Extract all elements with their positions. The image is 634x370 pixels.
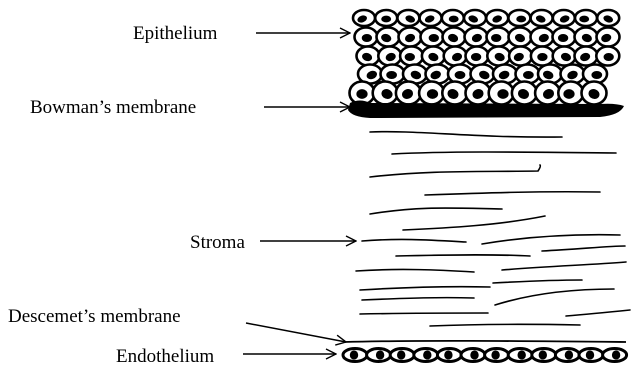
bowmans-membrane-label: Bowman’s membrane: [30, 98, 196, 117]
endothelium-layer: [343, 349, 627, 362]
endothelial-cell: [508, 349, 532, 362]
endothelial-cell: [603, 349, 627, 362]
epithelial-cell: [420, 10, 442, 26]
descemets-membrane-arrow: [246, 323, 346, 342]
endothelium-label: Endothelium: [116, 347, 214, 366]
epithelial-cell: [421, 28, 444, 47]
epithelial-cell: [444, 47, 467, 66]
endothelial-cell: [367, 349, 391, 362]
stroma-fiber: [360, 287, 490, 290]
epithelium-layer: [350, 10, 620, 105]
epithelial-cell: [466, 47, 489, 66]
epithelial-cell: [486, 10, 508, 26]
endothelial-cell: [343, 349, 367, 362]
stroma-fiber: [370, 165, 540, 177]
stroma-fiber: [495, 289, 614, 305]
descemets-membrane-label: Descemet’s membrane: [8, 307, 181, 326]
stroma-fiber: [396, 255, 530, 256]
epithelial-cell: [531, 47, 554, 66]
stroma-fiber: [370, 132, 562, 137]
stroma-fiber: [502, 262, 626, 270]
epithelial-cell: [575, 47, 598, 66]
epithelial-cell: [553, 47, 576, 66]
epithelial-cell: [575, 10, 597, 26]
endothelial-cell: [437, 349, 461, 362]
endothelial-cell: [532, 349, 556, 362]
epithelial-cell: [535, 82, 560, 105]
stroma-layer: [356, 132, 630, 326]
endothelial-cell: [579, 349, 603, 362]
endothelial-cell: [485, 349, 509, 362]
epithelial-cell: [397, 10, 419, 26]
endothelial-cell: [555, 349, 579, 362]
epithelial-cell: [487, 28, 510, 47]
stroma-fiber: [430, 324, 580, 326]
epithelial-cell: [355, 28, 378, 47]
epithelial-cell: [509, 47, 532, 66]
epithelial-cell: [400, 47, 423, 66]
stroma-fiber: [425, 192, 600, 195]
epithelial-cell: [553, 28, 576, 47]
stroma-fiber: [360, 313, 488, 314]
stroma-fiber: [392, 152, 616, 154]
epithelial-cell: [375, 10, 397, 26]
stroma-fiber: [356, 269, 474, 272]
epithelial-cell: [373, 82, 398, 105]
epithelial-cell: [531, 10, 553, 26]
epithelial-cell: [353, 10, 375, 26]
stroma-label: Stroma: [190, 233, 245, 252]
epithelial-cell: [596, 47, 619, 66]
epithelial-cell: [512, 82, 537, 105]
epithelial-cell: [377, 28, 400, 47]
epithelial-cell: [465, 28, 488, 47]
stroma-fiber: [403, 216, 545, 230]
epithelial-cell: [422, 47, 445, 66]
endothelial-cell: [414, 349, 438, 362]
epithelial-cell: [531, 28, 554, 47]
stroma-fiber: [566, 310, 630, 316]
epithelial-cell: [582, 82, 607, 105]
descemets-membrane-layer: [344, 341, 626, 342]
stroma-fiber: [362, 298, 474, 300]
epithelial-cell: [396, 82, 421, 105]
epithelial-cell: [487, 47, 510, 66]
endothelial-cell: [461, 349, 485, 362]
epithelial-cell: [597, 10, 619, 26]
stroma-fiber: [542, 246, 625, 251]
endothelial-cell: [390, 349, 414, 362]
stroma-fiber: [482, 235, 620, 244]
epithelial-cell: [399, 28, 422, 47]
epithelial-cell: [575, 28, 598, 47]
stroma-fiber: [493, 280, 582, 283]
epithelial-cell: [442, 82, 467, 105]
epithelial-cell: [597, 28, 620, 47]
epithelial-cell: [357, 47, 380, 66]
epithelial-cell: [493, 65, 517, 84]
epithelial-cell: [464, 10, 486, 26]
epithelial-cell: [509, 28, 532, 47]
epithelial-cell: [489, 82, 514, 105]
stroma-fiber: [362, 239, 466, 242]
epithelial-cell: [466, 82, 491, 105]
epithelial-cell: [558, 82, 583, 105]
epithelium-label: Epithelium: [133, 24, 217, 43]
epithelial-cell: [442, 10, 464, 26]
epithelial-cell: [419, 82, 444, 105]
stroma-fiber: [370, 208, 502, 214]
label-arrows: [243, 33, 356, 354]
epithelial-cell: [378, 47, 401, 66]
epithelial-cell: [508, 10, 530, 26]
epithelial-cell: [553, 10, 575, 26]
epithelial-cell: [471, 65, 495, 84]
epithelial-cell: [443, 28, 466, 47]
